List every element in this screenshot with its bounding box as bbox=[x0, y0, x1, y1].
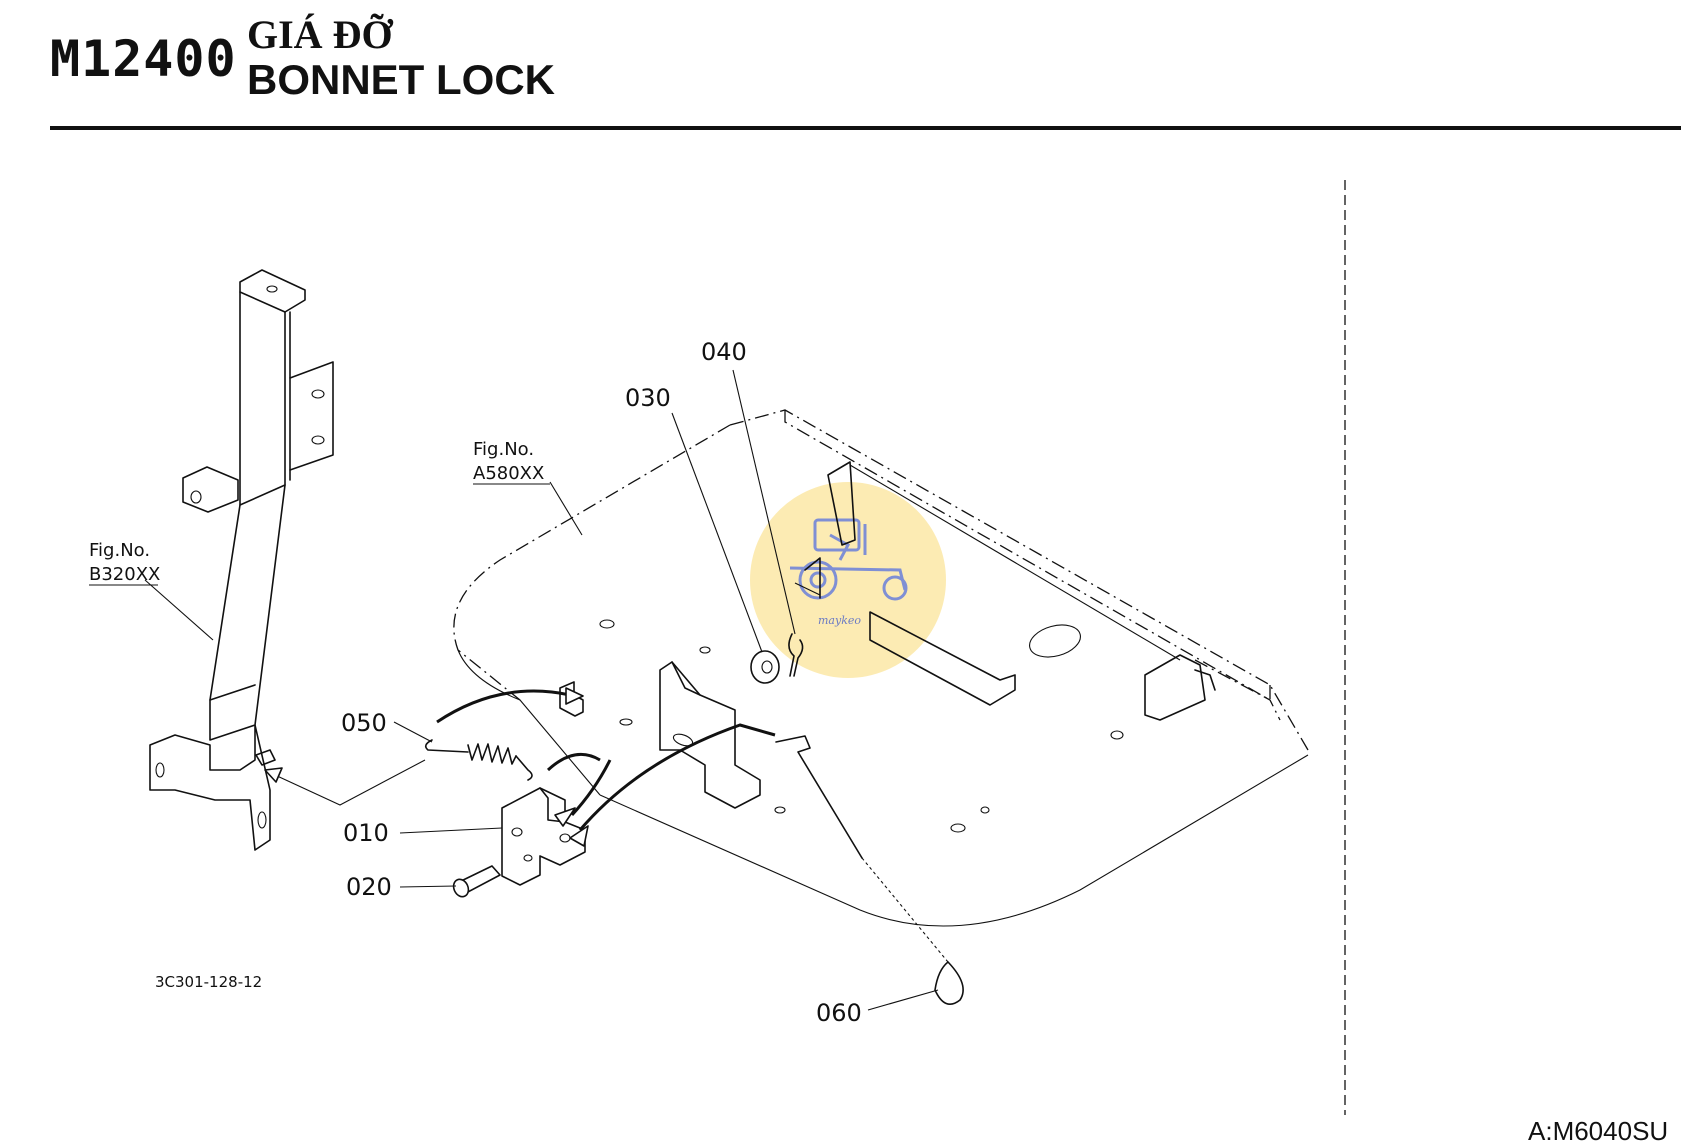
watermark-disc bbox=[750, 482, 946, 678]
plate-rail bbox=[869, 611, 1016, 706]
bonnet-plate bbox=[453, 409, 1309, 927]
support-bracket bbox=[144, 269, 334, 851]
part-040-clip bbox=[788, 633, 804, 677]
fig-ref-a580-line1: Fig.No. bbox=[473, 439, 534, 460]
bracket-pin bbox=[255, 749, 276, 766]
fig-ref-b320-line2: B320XX bbox=[89, 564, 160, 585]
plate-outline-bottom bbox=[599, 754, 1309, 927]
part-060-rod bbox=[775, 735, 964, 1006]
title-vietnamese: GIÁ ĐỠ bbox=[247, 12, 393, 57]
callout-050: 050 bbox=[341, 709, 387, 737]
arrow-latch-to-bracket bbox=[274, 759, 426, 806]
part-050-spring bbox=[424, 739, 533, 781]
bracket-top-hole bbox=[266, 285, 278, 293]
callout-040: 040 bbox=[701, 338, 747, 366]
spring-coil bbox=[467, 743, 517, 765]
diagram-code: M12400 bbox=[50, 30, 237, 88]
washer-ring bbox=[750, 650, 780, 684]
callout-020: 020 bbox=[346, 873, 392, 901]
fig-ref-b320-line1: Fig.No. bbox=[89, 540, 150, 561]
plate-rear-bracket bbox=[1144, 654, 1206, 721]
part-020-pin bbox=[452, 865, 501, 898]
drawing-number: 3C301-128-12 bbox=[155, 973, 262, 991]
callout-010: 010 bbox=[343, 819, 389, 847]
page-header: M12400 GIÁ ĐỠ BONNET LOCK bbox=[50, 12, 1681, 130]
bracket-side-plate bbox=[289, 361, 334, 471]
rod-loop bbox=[934, 961, 964, 1006]
spring-hook-right bbox=[515, 755, 533, 781]
fig-ref-a580-line2: A580XX bbox=[473, 463, 544, 484]
bracket-upper-column bbox=[239, 291, 286, 506]
bracket-slot-upper bbox=[311, 389, 325, 399]
callout-060: 060 bbox=[816, 999, 862, 1027]
watermark-text: maykeo bbox=[818, 614, 861, 627]
model-reference: A:M6040SU bbox=[1528, 1116, 1668, 1146]
arrow-rod-to-latch bbox=[578, 723, 776, 831]
rod-hook bbox=[775, 735, 863, 859]
title-english: BONNET LOCK bbox=[247, 56, 555, 103]
part-030-washer bbox=[750, 650, 780, 684]
clip-wire bbox=[788, 633, 795, 677]
bracket-left-tab bbox=[182, 466, 239, 513]
arrow-spring-to-latch bbox=[546, 752, 601, 772]
leader-a580 bbox=[549, 481, 583, 536]
arrow-spring-to-tab bbox=[436, 689, 571, 724]
plate-small-tab bbox=[559, 681, 584, 717]
leader-b320 bbox=[144, 579, 214, 641]
bracket-top-cap bbox=[239, 269, 306, 313]
bracket-slot-lower bbox=[311, 435, 325, 445]
pin-head bbox=[452, 878, 470, 898]
callout-030: 030 bbox=[625, 384, 671, 412]
plate-outline-left bbox=[453, 424, 731, 701]
callout-leaders bbox=[393, 369, 939, 1011]
plate-outline-top bbox=[729, 409, 1309, 751]
watermark: maykeo bbox=[750, 482, 946, 678]
bracket-base bbox=[149, 724, 271, 851]
assembly-arrows bbox=[264, 687, 776, 847]
latch-bracket bbox=[659, 661, 761, 809]
bracket-lower-column bbox=[209, 484, 286, 741]
